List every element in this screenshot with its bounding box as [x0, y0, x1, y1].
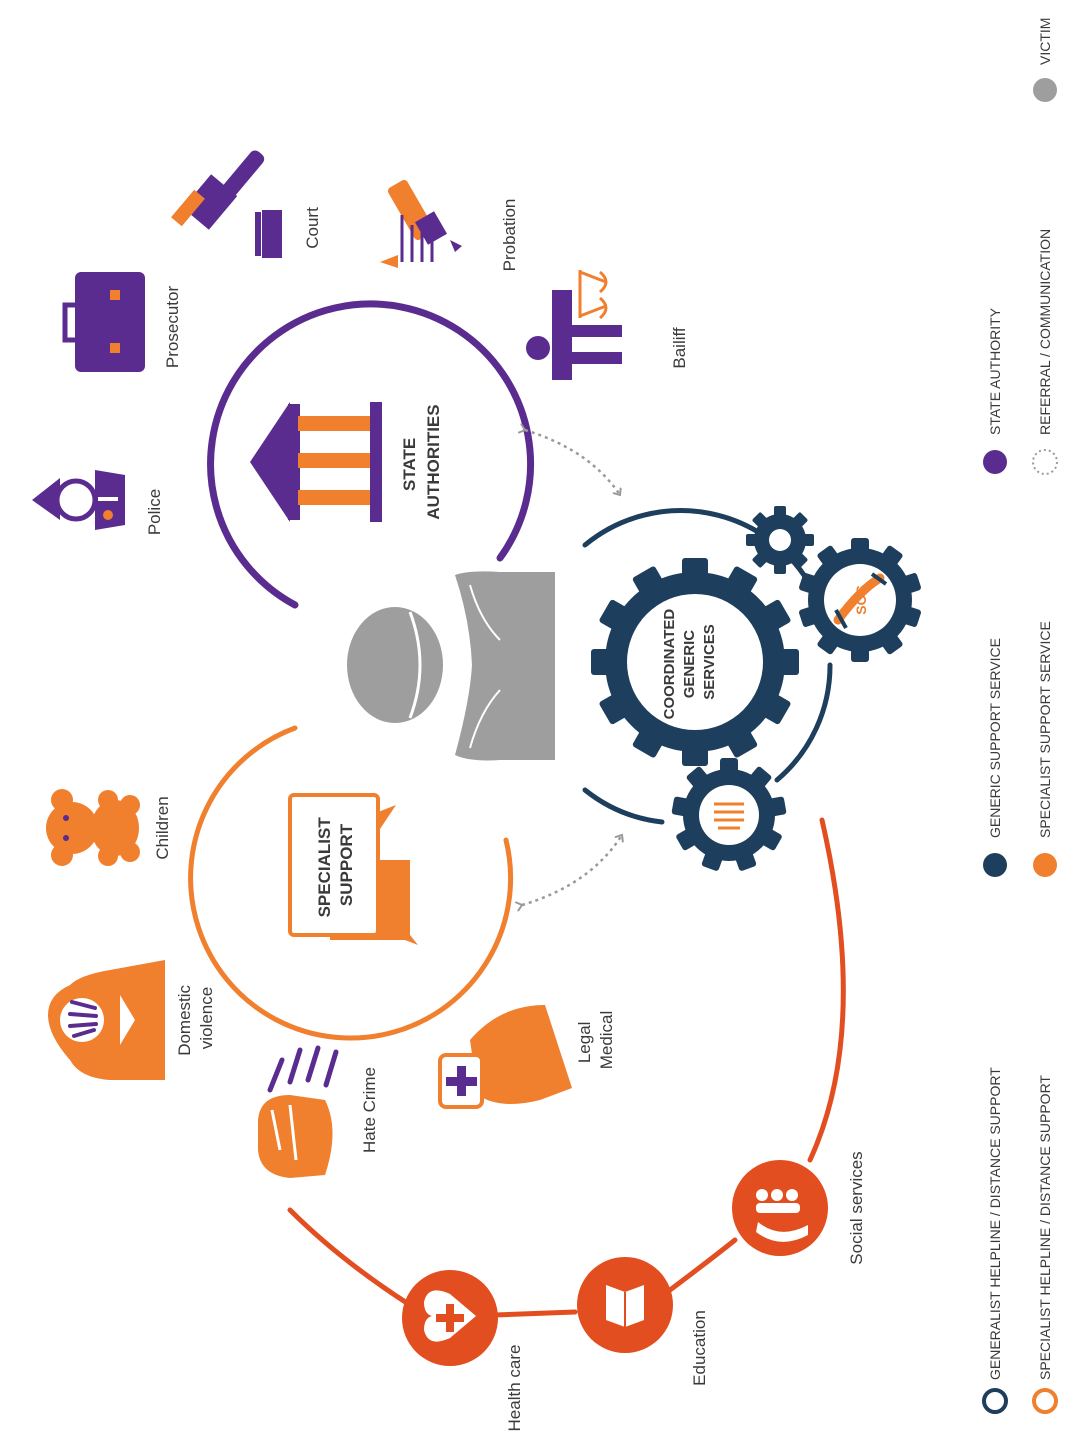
referral-arrow-state — [525, 430, 620, 495]
legend: GENERALIST HELPLINE / DISTANCE SUPPORT S… — [982, 18, 1058, 1414]
probation-label: Probation — [500, 199, 519, 272]
social-services-label: Social services — [847, 1151, 866, 1264]
court-label: Court — [303, 207, 322, 249]
government-building-icon — [250, 402, 382, 522]
legend-generic-support-marker — [983, 853, 1007, 877]
briefcase-icon — [62, 272, 145, 372]
heart-cross-icon — [402, 1270, 498, 1366]
specialist-support-label: SPECIALIST SUPPORT — [315, 813, 356, 918]
legend-referral-label: REFERRAL / COMMUNICATION — [1037, 229, 1053, 435]
legend-specialist-support-marker — [1033, 853, 1057, 877]
pen-document-icon — [380, 179, 462, 268]
scales-person-icon — [526, 270, 622, 380]
legend-state-authority-label: STATE AUTHORITY — [987, 307, 1003, 435]
legal-medical-label: Legal Medical — [575, 1011, 616, 1070]
generic-services-arc — [582, 787, 665, 825]
police-label: Police — [145, 489, 164, 535]
victim-person-icon — [347, 571, 555, 761]
book-icon — [577, 1257, 673, 1353]
helpline-gear-icon — [671, 758, 787, 871]
police-officer-icon — [32, 470, 125, 530]
bailiff-label: Bailiff — [670, 327, 689, 369]
generic-services-arc — [582, 508, 823, 608]
large-gear-icon — [591, 558, 799, 766]
legend-victim-label: VICTIM — [1037, 18, 1053, 65]
hate-crime-label: Hate Crime — [360, 1067, 379, 1153]
state-authorities-label: STATE AUTHORITIES — [400, 404, 443, 519]
education-label: Education — [690, 1310, 709, 1386]
domestic-violence-label: Domestic violence — [175, 980, 216, 1056]
sos-phone-icon — [799, 538, 921, 662]
legend-referral-marker — [1032, 449, 1058, 475]
health-care-label: Health care — [505, 1345, 524, 1432]
legend-generic-support-label: GENERIC SUPPORT SERVICE — [987, 638, 1003, 838]
generic-services-arc — [774, 662, 833, 783]
hand-people-icon — [732, 1160, 828, 1256]
speech-bubble-icon — [288, 793, 418, 945]
fist-icon — [258, 1045, 339, 1178]
legend-specialist-support-label: SPECIALIST SUPPORT SERVICE — [1037, 621, 1053, 838]
legend-generalist-label: GENERALIST HELPLINE / DISTANCE SUPPORT — [987, 1067, 1003, 1380]
public-services-arc — [287, 817, 846, 1318]
generic-services-label: COORDINATED GENERIC SERVICES — [661, 605, 718, 720]
children-label: Children — [153, 796, 172, 859]
teddy-bear-icon — [46, 789, 140, 866]
specialist-support-arc — [188, 725, 514, 1041]
medical-hand-icon — [438, 1005, 572, 1109]
legend-generalist-marker — [982, 1388, 1008, 1414]
legend-specialist-helpline-marker — [1032, 1388, 1058, 1414]
legend-state-authority-marker — [983, 450, 1007, 474]
prosecutor-label: Prosecutor — [163, 286, 182, 369]
gavel-icon — [171, 150, 282, 258]
sos-label: SOS — [853, 585, 869, 615]
referral-arrow-specialist — [522, 835, 622, 905]
legend-specialist-helpline-label: SPECIALIST HELPLINE / DISTANCE SUPPORT — [1037, 1075, 1053, 1380]
woman-hand-icon — [48, 960, 165, 1080]
small-gear-icon — [746, 506, 814, 574]
legend-victim-marker — [1033, 78, 1057, 102]
